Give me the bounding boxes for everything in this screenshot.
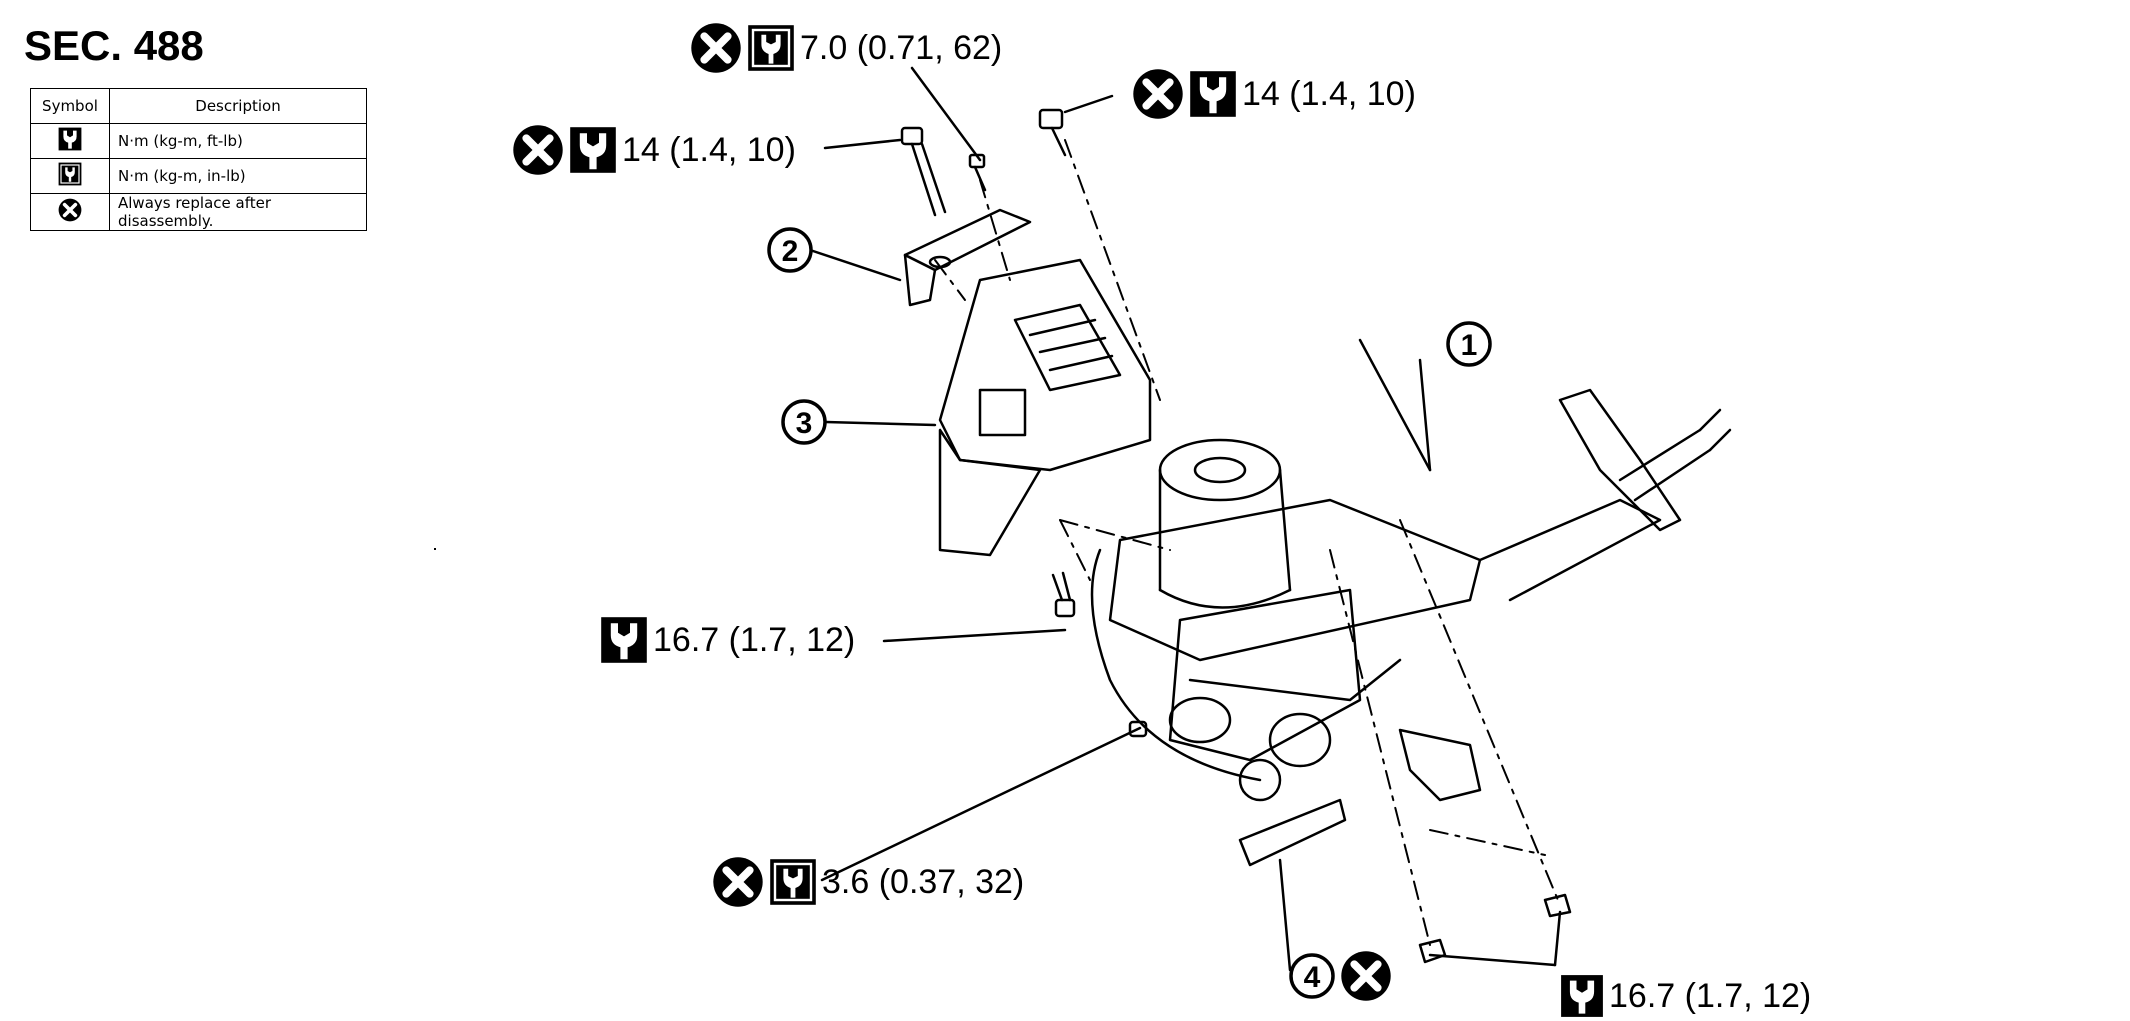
torque-wrench-icon <box>1560 974 1604 1018</box>
item-number-1: 1 <box>1445 320 1493 377</box>
symbol-legend-table: Symbol Description N·m (kg-m, ft-lb) N·m… <box>30 88 367 231</box>
svg-text:2: 2 <box>782 235 799 268</box>
item-number-3: 3 <box>780 398 828 455</box>
torque-wrench-small-icon <box>747 24 795 72</box>
always-replace-icon <box>690 22 742 74</box>
svg-text:4: 4 <box>1304 961 1321 994</box>
item-number-4: 4 <box>1288 950 1392 1002</box>
legend-header-description: Description <box>109 88 367 124</box>
torque-callout-1: 7.0 (0.71, 62) <box>690 22 1002 74</box>
assembly-dash-lines <box>934 139 1561 946</box>
steering-column-body <box>1090 388 1732 867</box>
leader-lines <box>808 66 1562 972</box>
bracket-part <box>903 208 1032 307</box>
always-replace-icon <box>712 856 764 908</box>
torque-value: 16.7 (1.7, 12) <box>1609 976 1812 1015</box>
torque-callout-5: 3.6 (0.37, 32) <box>712 856 1024 908</box>
torque-callout-6: 16.7 (1.7, 12) <box>1560 974 1811 1018</box>
item-number-2: 2 <box>766 226 814 283</box>
control-unit-part <box>938 258 1152 557</box>
always-replace-icon <box>1132 68 1184 120</box>
torque-value: 14 (1.4, 10) <box>622 130 796 169</box>
torque-wrench-icon <box>569 126 617 174</box>
stray-dot <box>434 548 436 550</box>
svg-text:1: 1 <box>1461 329 1478 362</box>
always-replace-icon <box>512 124 564 176</box>
legend-row: Always replace after disassembly. <box>30 193 367 231</box>
torque-value: 3.6 (0.37, 32) <box>822 862 1025 901</box>
torque-value: 14 (1.4, 10) <box>1242 74 1416 113</box>
torque-callout-4: 16.7 (1.7, 12) <box>600 616 855 664</box>
legend-description: Always replace after disassembly. <box>109 193 367 231</box>
torque-callout-2: 14 (1.4, 10) <box>1132 68 1416 120</box>
torque-value: 7.0 (0.71, 62) <box>800 28 1003 67</box>
torque-wrench-icon <box>1189 70 1237 118</box>
svg-text:3: 3 <box>796 407 813 440</box>
section-title: SEC. 488 <box>24 22 204 69</box>
legend-header-symbol: Symbol <box>30 88 110 124</box>
torque-callout-3: 14 (1.4, 10) <box>512 124 796 176</box>
bolts <box>900 108 1572 964</box>
legend-row: N·m (kg-m, ft-lb) <box>30 123 367 159</box>
torque-value: 16.7 (1.7, 12) <box>653 620 856 659</box>
torque-wrench-small-icon <box>769 858 817 906</box>
always-replace-icon <box>1340 950 1392 1002</box>
torque-wrench-icon <box>600 616 648 664</box>
